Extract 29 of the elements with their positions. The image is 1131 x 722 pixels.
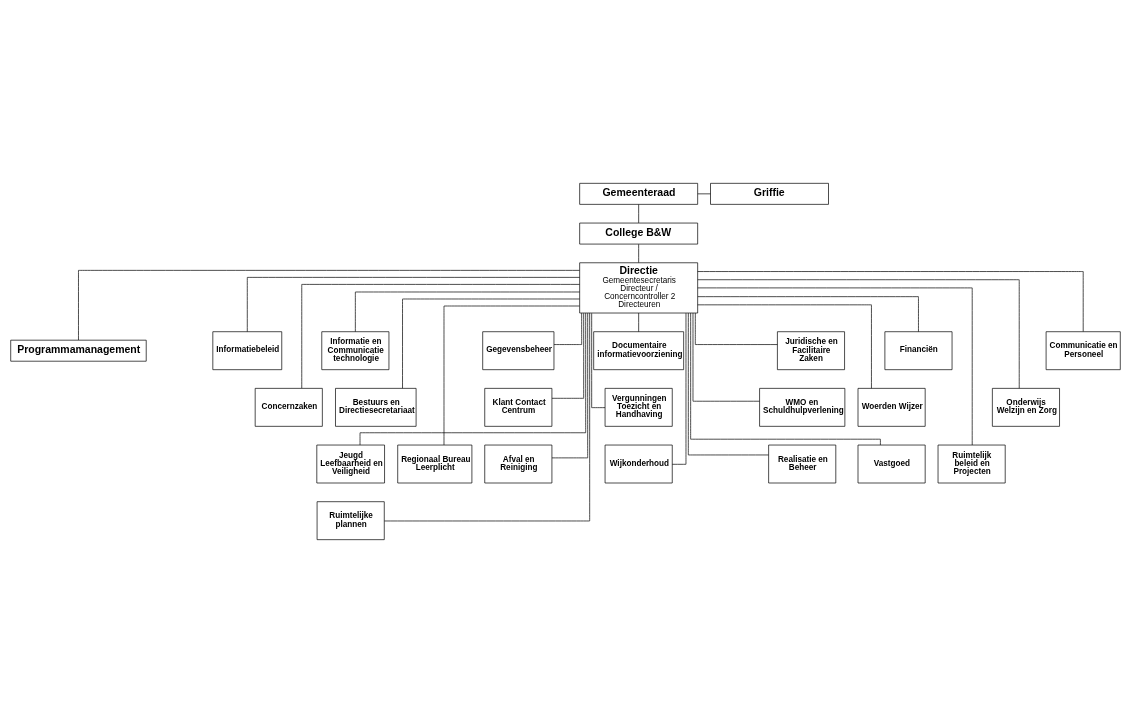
node-box: Gemeenteraad [579, 182, 698, 205]
connector [697, 295, 919, 332]
node-box: College B&W [579, 222, 698, 244]
connector [355, 291, 580, 332]
connector [692, 312, 760, 402]
connector [443, 305, 580, 445]
connector [638, 243, 639, 263]
connector [695, 312, 778, 345]
connector [697, 193, 711, 194]
connector [78, 269, 580, 340]
connector [697, 287, 973, 445]
connector [697, 304, 872, 389]
connector [384, 312, 591, 521]
connector [638, 203, 639, 223]
connector [551, 312, 588, 458]
connector [697, 278, 1020, 389]
connector [697, 270, 1084, 332]
connector [690, 312, 881, 445]
connector [687, 312, 769, 455]
connector [301, 283, 580, 388]
connector [553, 312, 582, 345]
node-box: Programmamanagement [10, 339, 147, 362]
connector [591, 312, 606, 408]
connector [402, 298, 580, 389]
connector [551, 312, 584, 399]
connector [246, 276, 580, 332]
connector [671, 312, 687, 465]
node-box: Griffie [710, 182, 829, 205]
connector [638, 312, 639, 332]
